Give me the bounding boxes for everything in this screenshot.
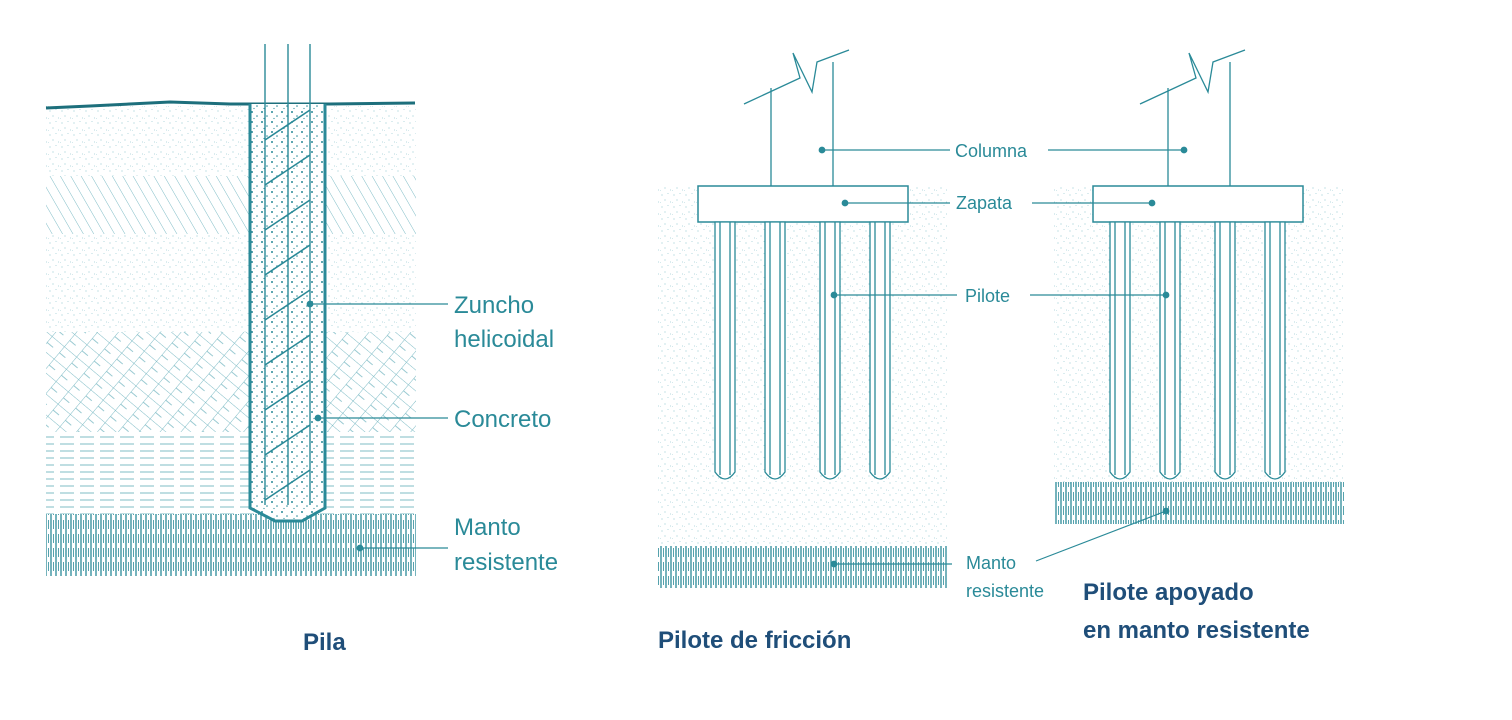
label-manto-line2: resistente <box>454 549 558 576</box>
label-concreto: Concreto <box>454 406 551 433</box>
pila-section: Zuncho helicoidal Concreto Manto resiste… <box>45 44 558 656</box>
column-friccion <box>743 49 850 186</box>
soil-strata <box>45 100 416 576</box>
label-zapata: Zapata <box>956 193 1013 213</box>
soil-crosshatch-layer <box>46 332 416 432</box>
soil-sand-middle <box>46 234 416 332</box>
soil-diagonal-layer <box>46 176 416 234</box>
pile-friccion-4 <box>869 221 891 480</box>
shared-leaders <box>818 146 1188 568</box>
label-columna: Columna <box>955 141 1028 161</box>
zapata-apoyado <box>1092 185 1304 223</box>
pile-apoyado-1 <box>1109 221 1131 480</box>
soil-sand-top <box>46 106 416 176</box>
label-manto-line1: Manto <box>454 514 521 541</box>
rebar-lines <box>264 44 311 505</box>
caption-pila: Pila <box>303 629 346 656</box>
pila-shaft <box>248 44 327 523</box>
manto-resistente-friccion <box>658 546 948 588</box>
pila-leaders <box>306 300 448 552</box>
manto-resistente-layer <box>46 514 416 576</box>
label-pilote: Pilote <box>965 286 1010 306</box>
pile-friccion-2 <box>764 221 786 480</box>
pile-friccion-3 <box>819 221 841 480</box>
pile-apoyado-3 <box>1214 221 1236 480</box>
piles-friccion <box>714 221 891 480</box>
column-apoyado <box>1139 49 1246 186</box>
pile-apoyado-4 <box>1264 221 1286 480</box>
soil-apoyado <box>1054 186 1344 484</box>
soil-friccion <box>658 186 948 546</box>
pilote-apoyado-section: Pilote apoyado en manto resistente <box>1054 49 1344 644</box>
caption-pilote-apoyado-line2: en manto resistente <box>1083 617 1310 644</box>
pile-friccion-1 <box>714 221 736 480</box>
ground-surface-line <box>45 100 416 110</box>
soil-horizontal-layer <box>46 432 416 514</box>
zapata-friccion <box>697 185 909 223</box>
label-manto-line2-pilotes: resistente <box>966 581 1044 601</box>
pilote-friccion-section: Pilote de fricción <box>658 49 948 654</box>
piles-apoyado <box>1109 221 1286 480</box>
caption-pilote-friccion: Pilote de fricción <box>658 627 851 654</box>
caption-pilote-apoyado-line1: Pilote apoyado <box>1083 579 1254 606</box>
label-manto-line1-pilotes: Manto <box>966 553 1016 573</box>
pile-apoyado-2 <box>1159 221 1181 480</box>
manto-resistente-apoyado <box>1054 482 1344 524</box>
label-zuncho-line1: Zuncho <box>454 292 534 319</box>
label-zuncho-line2: helicoidal <box>454 326 554 353</box>
